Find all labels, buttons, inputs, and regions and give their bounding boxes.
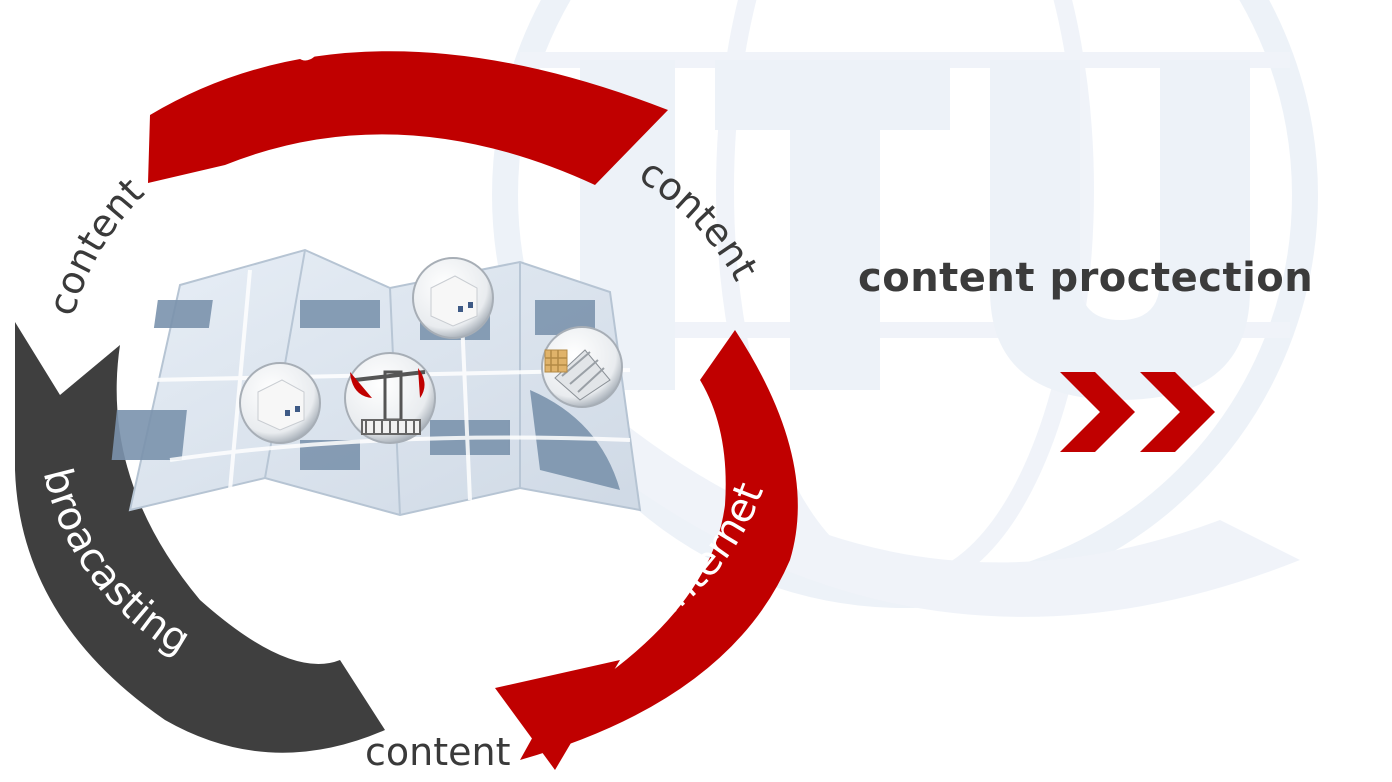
building-icon: [412, 257, 494, 339]
headline-title: content proctection: [858, 255, 1314, 301]
content-label-bottom: content: [365, 730, 511, 774]
broadcasting-arc: [15, 322, 385, 753]
factory-icon: [541, 326, 623, 408]
internet-arrow-tail: [495, 660, 620, 770]
building-icon: [239, 362, 321, 444]
internet-arc: [520, 330, 798, 760]
oil-pump-icon: [344, 352, 436, 444]
content-label-top-left: content: [39, 169, 152, 320]
itu-logo-watermark: [492, 0, 1318, 617]
double-chevron-right-icon: [1060, 372, 1215, 452]
convergent-arc: [148, 51, 668, 186]
